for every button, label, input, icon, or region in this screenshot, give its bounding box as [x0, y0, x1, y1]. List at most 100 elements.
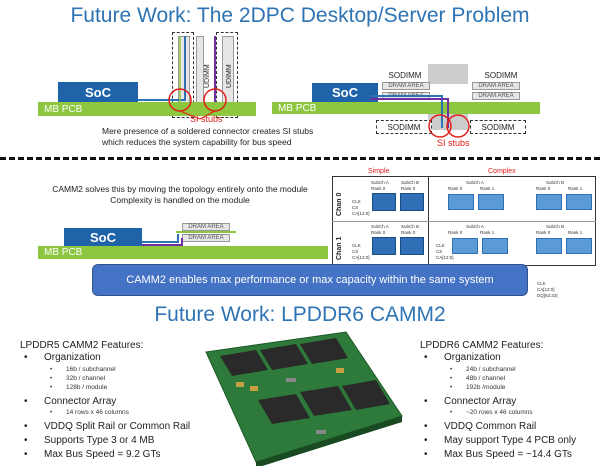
chan-divider [332, 221, 596, 222]
simple-c0-chip-b [400, 193, 424, 211]
top-caption-line1: Mere presence of a soldered connector cr… [102, 126, 314, 136]
top-title: Future Work: The 2DPC Desktop/Server Pro… [70, 4, 530, 27]
lpddr5-org-item-2: 32b / channel [66, 375, 106, 382]
complex-c0-chip-b1 [566, 194, 592, 210]
sodimm-traces [370, 95, 470, 138]
camm2-soc: SoC [64, 228, 142, 246]
complex-c1-chip-b0 [536, 238, 562, 254]
lpddr5-connector-item-1: 14 rows x 46 columns [66, 409, 129, 416]
lpddr6-vddq: VDDQ Common Rail [444, 421, 537, 432]
bullet-icon: • [450, 366, 453, 373]
lpddr5-org-item-1: 16b / subchannel [66, 366, 116, 373]
bullet-icon: • [450, 409, 453, 416]
simple-c1-sig-cs: CS [352, 249, 359, 254]
camm2-description: CAMM2 solves this by moving the topology… [40, 184, 320, 206]
bullet-icon: • [50, 384, 53, 391]
complex-label: Complex [488, 168, 516, 175]
bullet-icon: • [24, 435, 28, 446]
lpddr6-connector: Connector Array [444, 396, 517, 407]
lpddr6-features: LPDDR6 CAMM2 Features: • Organization • … [420, 340, 598, 468]
lpddr5-supports: Supports Type 3 or 4 MB [44, 435, 155, 446]
dram-area-tr-2: DRAM AREA [472, 92, 520, 100]
bullet-icon: • [424, 449, 428, 460]
simple-c0-rank0-a: Rank 0 [371, 186, 386, 191]
simple-c0-sig-clk: CLK [352, 199, 361, 204]
simple-c0-subch-a: SubCh A [371, 180, 389, 185]
bullet-icon: • [24, 352, 28, 363]
right-mb-pcb: MB PCB [272, 102, 540, 114]
simple-c0-subch-b: SubCh B [401, 180, 420, 185]
complex-c0-chip-a0 [448, 194, 474, 210]
simple-c1-chip-b [400, 237, 424, 255]
bullet-icon: • [50, 375, 53, 382]
dq-note-2: CA[12:0] [537, 287, 555, 292]
lpddr6-heading: LPDDR6 CAMM2 Features: [420, 340, 544, 351]
chan0-label: Chan 0 [336, 192, 343, 216]
dq-note-3: DQ[63:32] [537, 293, 558, 298]
bullet-icon: • [50, 366, 53, 373]
sodimm-top-right-label: SODIMM [484, 71, 518, 80]
bullet-icon: • [50, 409, 53, 416]
lpddr5-heading: LPDDR5 CAMM2 Features: [20, 340, 144, 351]
left-si-stubs-label: SI stubs [190, 114, 223, 124]
left-mb-pcb: MB PCB [38, 102, 256, 116]
lpddr6-speed: Max Bus Speed = ~14.4 GTs [444, 449, 572, 460]
camm2-text-line1: CAMM2 solves this by moving the topology… [52, 184, 308, 194]
simple-c0-sig-ca: CA[12:0] [352, 211, 370, 216]
bottom-title: Future Work: LPDDR6 CAMM2 [154, 303, 446, 326]
complex-c1-sig-cs: CS [436, 249, 443, 254]
lpddr6-connector-item-1: ~20 rows x 46 columns [466, 409, 533, 416]
bullet-icon: • [24, 396, 28, 407]
lpddr6-organization: Organization [444, 352, 501, 363]
sodimm-connector-top [428, 64, 468, 84]
complex-c0-subch-b: SubCh B [546, 180, 565, 185]
complex-c0-rank0-a: Rank 0 [448, 186, 463, 191]
camm2-mb-pcb: MB PCB [38, 246, 328, 259]
right-si-stubs-label: SI stubs [437, 138, 470, 148]
sodimm-top-left-label: SODIMM [388, 71, 422, 80]
right-soc: SoC [312, 83, 378, 102]
complex-c0-rank1-a: Rank 1 [480, 186, 495, 191]
dram-area-tr-1: DRAM AREA [472, 82, 520, 90]
complex-c1-chip-b1 [566, 238, 592, 254]
bullet-icon: • [424, 435, 428, 446]
complex-c1-sig-ca: CA[12:0] [436, 255, 454, 260]
complex-c1-chip-a1 [482, 238, 508, 254]
complex-c0-chip-b0 [536, 194, 562, 210]
simple-c1-rank0-b: Rank 0 [401, 230, 416, 235]
lpddr6-org-item-1: 24b / subchannel [466, 366, 516, 373]
bullet-icon: • [424, 396, 428, 407]
camm2-text-line2: Complexity is handled on the module [110, 195, 250, 205]
complex-c1-rank0-b: Rank 0 [536, 230, 551, 235]
lpddr5-org-item-3: 128b / module [66, 384, 108, 391]
simple-c1-subch-a: SubCh A [371, 224, 389, 229]
complex-c1-subch-a: SubCh A [466, 224, 484, 229]
top-caption-line2: which reduces the system capability for … [102, 137, 292, 147]
complex-c0-subch-a: SubCh A [466, 180, 484, 185]
complex-c0-rank0-b: Rank 0 [536, 186, 551, 191]
camm2-module-pcb [176, 231, 236, 233]
lpddr6-org-item-3: 192b /module [466, 384, 506, 391]
complex-c1-subch-b: SubCh B [546, 224, 565, 229]
top-caption: Mere presence of a soldered connector cr… [102, 126, 362, 148]
simple-c0-sig-cs: CS [352, 205, 359, 210]
sodimm-bottom-right: SODIMM [470, 120, 526, 134]
lpddr5-connector: Connector Array [44, 396, 117, 407]
sodimm-bottom-left: SODIMM [376, 120, 432, 134]
complex-c0-chip-a1 [478, 194, 504, 210]
left-si-stub-circles [168, 88, 227, 120]
lpddr5-vddq: VDDQ Split Rail or Common Rail [44, 421, 191, 432]
section-divider [0, 157, 600, 160]
simple-label: Simple [368, 168, 390, 175]
simple-c1-sig-ca: CA[12:0] [352, 255, 370, 260]
simple-c1-chip-a [372, 237, 396, 255]
lpddr6-org-item-2: 48b / channel [466, 375, 506, 382]
dq-note-1: CLK [537, 281, 546, 286]
chan1-label: Chan 1 [336, 236, 343, 260]
lpddr5-features: LPDDR5 CAMM2 Features: • Organization • … [20, 340, 210, 468]
complex-c0-rank1-b: Rank 1 [568, 186, 583, 191]
simple-c0-chip-a [372, 193, 396, 211]
bullet-icon: • [424, 352, 428, 363]
simple-c1-rank0-a: Rank 0 [371, 230, 386, 235]
complex-c1-rank1-a: Rank 1 [480, 230, 495, 235]
